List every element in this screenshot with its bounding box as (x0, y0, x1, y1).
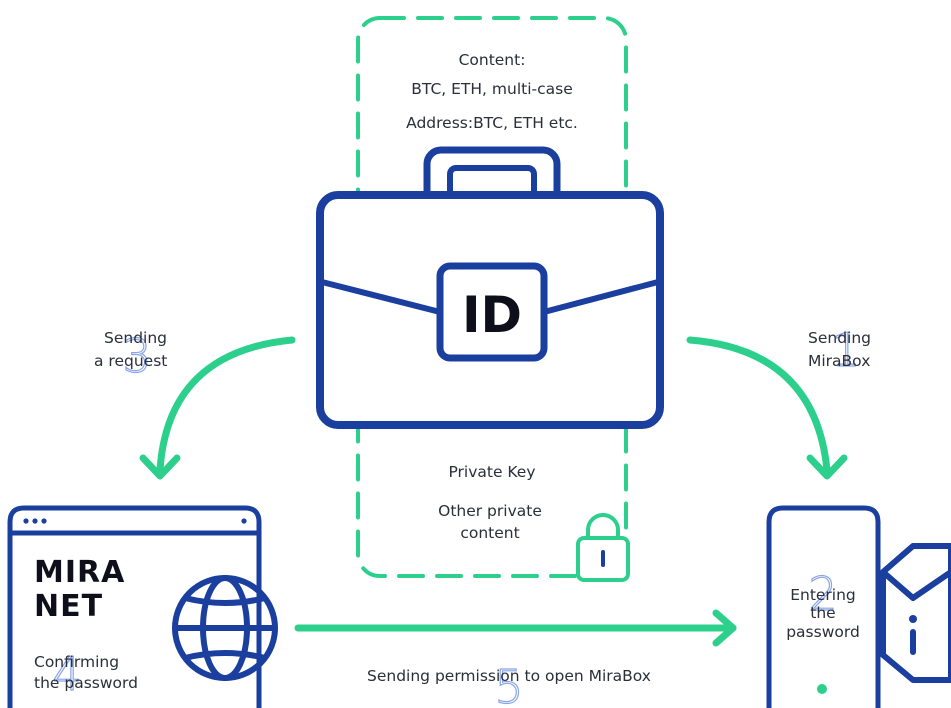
step-5-number: 5 (494, 660, 523, 708)
window-dot-1 (23, 518, 29, 524)
smartphone-icon (766, 505, 881, 708)
arrow-to-phone-permission (294, 609, 737, 647)
window-dot-3 (41, 518, 47, 524)
step-2-number: 2 (808, 567, 837, 621)
step-3-label-line1: Sending (104, 329, 167, 347)
window-dot-2 (32, 518, 38, 524)
arrow-to-phone (686, 336, 848, 480)
step-3-label-line2: a request (94, 352, 167, 370)
step-4-label-line2: the password (34, 674, 138, 692)
arrow-to-browser (139, 336, 296, 480)
step-1-number: 1 (831, 323, 860, 377)
vault-content-assets: BTC, ETH, multi-case (411, 80, 572, 98)
vault-private-key-label: Private Key (448, 463, 535, 481)
step-2-label-line1: Entering (790, 586, 856, 604)
step-1-label-line1: Sending (808, 329, 871, 347)
padlock-icon (576, 513, 630, 582)
step-4-label-line1: Confirming (34, 653, 119, 671)
globe-icon (172, 575, 278, 681)
browser-brand-line2: NET (34, 589, 103, 624)
step-5-label: Sending permission to open MiraBox (367, 667, 651, 685)
vault-other-content-line1: Other private (438, 502, 542, 520)
step-2-label-line3: password (786, 623, 860, 641)
info-cube-icon (880, 543, 951, 683)
vault-other-content-line2: content (460, 524, 519, 542)
step-3-number: 3 (122, 329, 151, 383)
step-2-label-line2: the (810, 604, 835, 622)
briefcase-id-badge: ID (462, 286, 522, 344)
browser-brand-line1: MIRA (34, 555, 125, 590)
step-4-number: 4 (52, 647, 81, 701)
vault-content-label: Content: (459, 51, 526, 69)
briefcase-icon (316, 146, 664, 429)
step-1-label-line2: MiraBox (808, 352, 870, 370)
window-dot-right (241, 518, 247, 524)
vault-address-label: Address:BTC, ETH etc. (406, 114, 578, 132)
